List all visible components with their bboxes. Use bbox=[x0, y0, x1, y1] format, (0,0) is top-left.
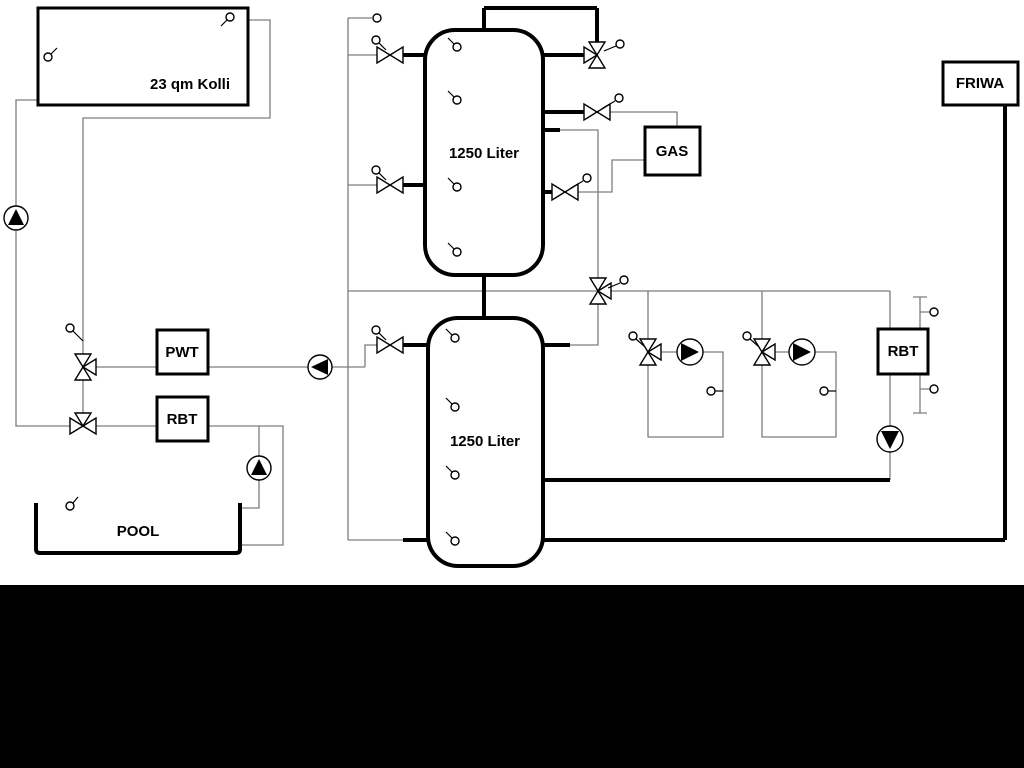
sensor-icon bbox=[452, 182, 462, 192]
sensor-icon bbox=[450, 536, 460, 546]
rbt-right-heat-exchanger: RBT bbox=[876, 307, 939, 394]
tank-body bbox=[426, 316, 545, 568]
schematic-diagram: 23 qm Kolli 1250 Liter 1250 Liter PWT bbox=[0, 0, 1024, 585]
solar-collector: 23 qm Kolli bbox=[36, 6, 250, 107]
valve-actuator-icon bbox=[615, 39, 625, 49]
buffer-tank-2: 1250 Liter bbox=[426, 316, 545, 568]
sensor-icon bbox=[65, 323, 75, 333]
main-pipe-network bbox=[403, 6, 1007, 542]
valve-actuator-icon bbox=[371, 35, 381, 45]
sensor-icon bbox=[452, 247, 462, 257]
sensor-icon bbox=[929, 384, 939, 394]
sensor-icon bbox=[372, 13, 382, 23]
letterbox-band bbox=[0, 585, 1024, 768]
sensor-icon bbox=[450, 333, 460, 343]
valve-actuator-icon bbox=[619, 275, 629, 285]
buffer-tank-1: 1250 Liter bbox=[423, 28, 545, 277]
sensor-stem bbox=[445, 328, 453, 336]
mixing-valve-circuit1-icon bbox=[628, 331, 662, 366]
pool-label: POOL bbox=[117, 523, 160, 540]
three-way-valve-solar-icon bbox=[65, 323, 97, 381]
sensor-stem bbox=[447, 242, 455, 250]
tank1-label: 1250 Liter bbox=[449, 145, 519, 162]
sensor-icon bbox=[452, 95, 462, 105]
sensor-stem bbox=[50, 47, 58, 55]
tank-body bbox=[423, 28, 545, 277]
gas-label: GAS bbox=[656, 143, 689, 160]
three-way-valve-loading-icon bbox=[588, 275, 629, 305]
pool: POOL bbox=[34, 496, 242, 555]
valve-actuator-icon bbox=[742, 331, 752, 341]
sensor-icon bbox=[450, 470, 460, 480]
pump-pool-icon bbox=[246, 455, 272, 481]
collector-box bbox=[36, 6, 250, 107]
sensor-stem bbox=[72, 496, 79, 504]
valve-actuator-icon bbox=[582, 173, 592, 183]
sensor-icon bbox=[706, 386, 716, 396]
pipe-network bbox=[15, 17, 930, 546]
sensor-stem bbox=[447, 177, 455, 185]
pump-pwt-icon bbox=[307, 354, 333, 380]
valve-gas-supply-icon bbox=[583, 93, 624, 122]
friwa-station: FRIWA bbox=[941, 60, 1020, 107]
valve-tank2-top-icon bbox=[371, 325, 404, 355]
sensor-stem bbox=[445, 531, 453, 539]
gas-boiler: GAS bbox=[643, 125, 702, 177]
sensor-icon bbox=[929, 307, 939, 317]
sensor-stem bbox=[447, 37, 455, 45]
sensor-stem bbox=[220, 19, 228, 27]
sensor-stem bbox=[447, 90, 455, 98]
valve-top-right-icon bbox=[583, 39, 625, 69]
collector-sensor-icon bbox=[43, 52, 53, 62]
pool-sensor-icon bbox=[65, 501, 75, 511]
valve-actuator-icon bbox=[614, 93, 624, 103]
mixing-valve-circuit2-icon bbox=[742, 331, 776, 366]
friwa-label: FRIWA bbox=[956, 75, 1004, 92]
valve-tank1-mid-icon bbox=[371, 165, 404, 195]
valve-actuator-icon bbox=[371, 325, 381, 335]
rbt-left-label: RBT bbox=[167, 411, 198, 428]
tank2-label: 1250 Liter bbox=[450, 433, 520, 450]
three-way-valve-pool-icon bbox=[69, 412, 97, 436]
sensor-icon bbox=[819, 386, 829, 396]
collector-label: 23 qm Kolli bbox=[150, 76, 230, 93]
pump-solar-icon bbox=[3, 205, 29, 231]
collector-sensor-icon bbox=[225, 12, 235, 22]
pwt-box bbox=[155, 328, 210, 376]
pump-rbt-right-icon bbox=[876, 425, 904, 453]
sensor-stem bbox=[445, 397, 453, 405]
valve-actuator-icon bbox=[628, 331, 638, 341]
pool-basin bbox=[34, 503, 242, 555]
rbt-right-box bbox=[876, 327, 930, 376]
tank1-sensors bbox=[447, 37, 462, 257]
rbt-right-label: RBT bbox=[888, 343, 919, 360]
tank2-sensors bbox=[445, 328, 460, 546]
sensor-stem bbox=[445, 465, 453, 473]
sensor-icon bbox=[450, 402, 460, 412]
valve-tank1-top-icon bbox=[371, 35, 404, 65]
pwt-heat-exchanger: PWT bbox=[155, 328, 210, 376]
friwa-box bbox=[941, 60, 1020, 107]
valve-actuator-icon bbox=[371, 165, 381, 175]
rbt-left-box bbox=[155, 395, 210, 443]
pump-circuit1-icon bbox=[676, 338, 704, 366]
gas-box bbox=[643, 125, 702, 177]
pwt-label: PWT bbox=[165, 344, 198, 361]
valve-gas-return-icon bbox=[551, 173, 592, 202]
rbt-left-heat-exchanger: RBT bbox=[155, 395, 210, 443]
pump-circuit2-icon bbox=[788, 338, 816, 366]
sensor-icon bbox=[452, 42, 462, 52]
